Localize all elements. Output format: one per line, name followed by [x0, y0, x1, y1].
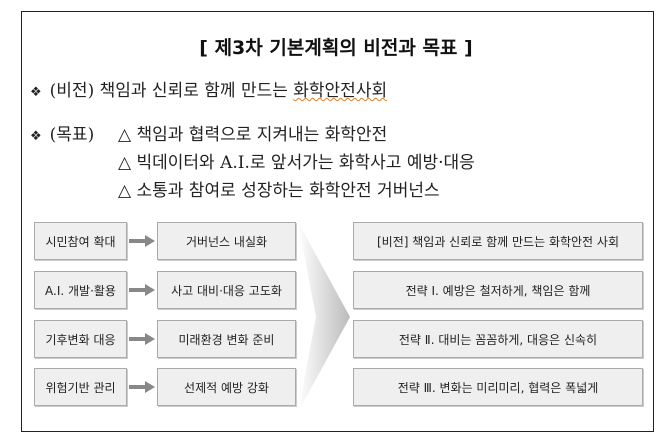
response-box: 거버넌스 내실화	[157, 222, 296, 260]
page-title: [ 제3차 기본계획의 비전과 목표 ]	[199, 37, 473, 59]
goal-item: △ 소통과 참여로 성장하는 화학안전 거버넌스	[118, 181, 440, 201]
driver-box: A.I. 개발·활용	[34, 271, 127, 309]
diamond-bullet-icon: ❖	[30, 85, 42, 100]
driver-box: 기후변화 대응	[34, 320, 127, 358]
vision-text: 책임과 신뢰로 함께 만드는	[99, 81, 294, 101]
right-arrow-icon	[129, 235, 155, 247]
driver-box: 시민참여 확대	[34, 222, 127, 260]
goal-item: △ 빅데이터와 A.I.로 앞서가는 화학사고 예방·대응	[118, 153, 475, 173]
strategy-box: 전략 Ⅲ. 변화는 미리미리, 협력은 폭넓게	[353, 368, 643, 406]
goals-label: (목표)	[49, 125, 95, 145]
right-arrow-icon	[129, 333, 155, 345]
goal-item: △ 책임과 협력으로 지켜내는 화학안전	[118, 125, 388, 145]
strategy-box: 전략 Ⅱ. 대비는 꼼꼼하게, 대응은 신속히	[353, 320, 643, 358]
response-box: 사고 대비·대응 고도화	[157, 271, 296, 309]
vision-text-underlined: 화학안전사회	[293, 81, 388, 101]
vision-box: [비전] 책임과 신뢰로 함께 만드는 화학안전 사회	[353, 222, 643, 260]
vision-line: ❖ (비전) 책임과 신뢰로 함께 만드는 화학안전사회	[30, 76, 387, 101]
strategy-box: 전략 Ⅰ. 예방은 철저하게, 책임은 함께	[353, 271, 643, 309]
vision-label: (비전)	[49, 81, 95, 101]
chevron-arrow-icon	[298, 222, 350, 412]
right-arrow-icon	[129, 284, 155, 296]
diamond-bullet-icon: ❖	[30, 129, 42, 144]
response-box: 미래환경 변화 준비	[157, 320, 296, 358]
document-frame	[21, 11, 654, 432]
right-arrow-icon	[129, 381, 155, 393]
goals-line: ❖ (목표)	[30, 120, 94, 145]
response-box: 선제적 예방 강화	[157, 368, 296, 406]
driver-box: 위험기반 관리	[34, 368, 127, 406]
